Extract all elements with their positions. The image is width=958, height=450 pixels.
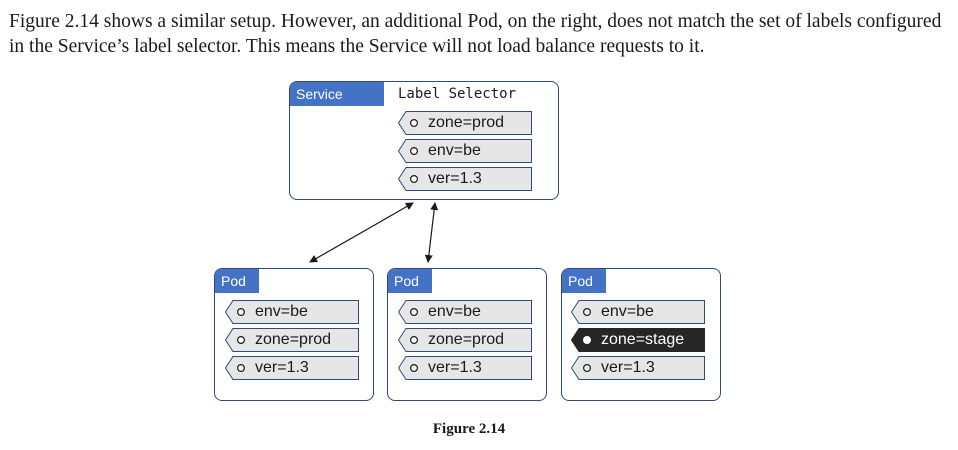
label-tag-icon: [397, 328, 532, 352]
arrow-service-pod1: [309, 202, 414, 263]
label-tag-icon: [224, 328, 359, 352]
label-selector-title: Label Selector: [398, 86, 517, 102]
label-tag-icon: [570, 356, 705, 380]
label-tag-icon: [397, 111, 532, 135]
pod-label-zone-mismatch: zone=stage: [570, 328, 705, 352]
pod-label-env: env=be: [224, 300, 359, 324]
pod-box-3: Pod env=be zone=stage ver=1.3: [561, 268, 721, 401]
service-label-zone: zone=prod: [397, 111, 532, 135]
pod-tab: Pod: [388, 269, 432, 293]
pod-box-2: Pod env=be zone=prod ver=1.3: [387, 268, 547, 401]
label-tag-icon: [397, 167, 532, 191]
pod-box-1: Pod env=be zone=prod ver=1.3: [214, 268, 374, 401]
label-tag-icon: [224, 300, 359, 324]
pod-label-zone: zone=prod: [397, 328, 532, 352]
label-tag-icon: [570, 328, 705, 352]
pod-tab: Pod: [562, 269, 606, 293]
arrow-service-pod2: [424, 202, 439, 263]
service-box: Service Label Selector zone=prod env=be …: [289, 81, 559, 200]
service-label-env: env=be: [397, 139, 532, 163]
body-paragraph: Figure 2.14 shows a similar setup. Howev…: [9, 11, 942, 57]
label-tag-icon: [397, 356, 532, 380]
service-label-ver: ver=1.3: [397, 167, 532, 191]
pod-label-ver: ver=1.3: [224, 356, 359, 380]
service-tab: Service: [290, 82, 384, 106]
label-tag-icon: [397, 300, 532, 324]
label-tag-icon: [570, 300, 705, 324]
pod-label-env: env=be: [397, 300, 532, 324]
pod-label-env: env=be: [570, 300, 705, 324]
pod-tab: Pod: [215, 269, 259, 293]
figure-caption: Figure 2.14: [432, 421, 506, 437]
label-tag-icon: [397, 139, 532, 163]
pod-label-zone: zone=prod: [224, 328, 359, 352]
pod-label-ver: ver=1.3: [397, 356, 532, 380]
pod-label-ver: ver=1.3: [570, 356, 705, 380]
label-tag-icon: [224, 356, 359, 380]
